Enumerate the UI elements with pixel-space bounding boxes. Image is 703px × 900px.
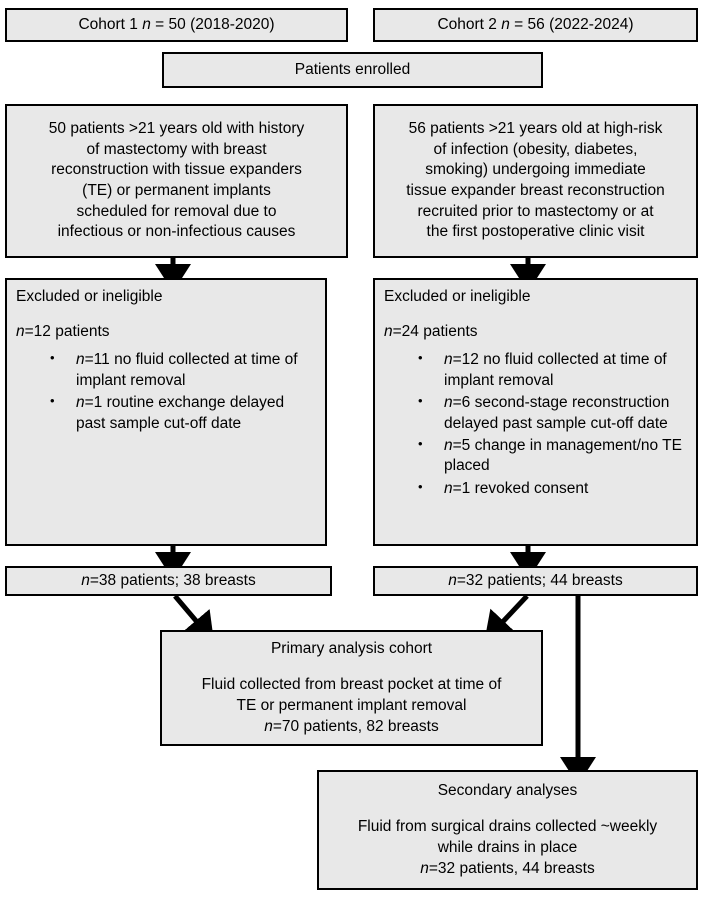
cohort1-criteria-line: of mastectomy with breast [86,140,267,158]
cohort2-excluded-count-n: n [384,322,393,340]
bullet-text: =11 no fluid collected at time of implan… [76,351,298,389]
cohort1-excluded-box: Excluded or ineligible n=12 patients n=1… [5,278,327,546]
secondary-analyses-count-n: n [420,859,429,877]
cohort1-criteria-line: infectious or non-infectious causes [57,223,296,241]
cohort2-criteria-box: 56 patients >21 years old at high-risk o… [373,104,698,258]
cohort2-result-box: n=32 patients; 44 breasts [373,566,698,596]
cohort1-excluded-count-n: n [16,322,25,340]
cohort2-excluded-bullet-list: n=12 no fluid collected at time of impla… [384,349,687,499]
cohort1-excluded-content: Excluded or ineligible n=12 patients n=1… [7,280,325,443]
cohort2-criteria-line: the first postoperative clinic visit [426,223,645,241]
cohort2-result-rest: =32 patients; 44 breasts [456,571,623,589]
bullet-n: n [444,437,453,455]
cohort1-excluded-bullet-list: n=11 no fluid collected at time of impla… [16,349,316,434]
primary-analysis-line: TE or permanent implant removal [236,697,467,714]
secondary-analyses-count: n=32 patients, 44 breasts [358,859,657,880]
cohort1-criteria-box: 50 patients >21 years old with history o… [5,104,348,258]
bullet-text: =6 second-stage reconstruction delayed p… [444,394,670,432]
list-item: n=6 second-stage reconstruction delayed … [418,392,687,434]
cohort1-header-box: Cohort 1 n = 50 (2018-2020) [5,8,348,42]
cohort1-result-box: n=38 patients; 38 breasts [5,566,332,596]
bullet-n: n [444,479,453,497]
bullet-n: n [76,394,85,412]
primary-analysis-count-n: n [264,717,273,735]
secondary-analyses-heading: Secondary analyses [437,781,578,799]
cohort2-criteria-line: of infection (obesity, diabetes, [433,140,638,158]
cohort1-excluded-count: n=12 patients [16,322,316,343]
cohort1-criteria-line: reconstruction with tissue expanders [51,161,302,179]
cohort2-criteria-text: 56 patients >21 years old at high-risk o… [397,112,673,250]
bullet-text: =1 revoked consent [452,479,589,497]
cohort2-header-text: Cohort 2 n = 56 (2022-2024) [428,8,642,43]
cohort2-excluded-box: Excluded or ineligible n=24 patients n=1… [373,278,698,546]
secondary-analyses-count-rest: =32 patients, 44 breasts [428,859,595,877]
cohort2-criteria-line: 56 patients >21 years old at high-risk [408,120,663,138]
primary-analysis-box: Primary analysis cohort Fluid collected … [160,630,543,746]
cohort1-header-text: Cohort 1 n = 50 (2018-2020) [69,8,283,43]
primary-analysis-content: Primary analysis cohort Fluid collected … [193,632,511,744]
cohort1-criteria-line: (TE) or permanent implants [82,182,271,199]
cohort2-header-n: n [501,15,510,33]
cohort2-header-box: Cohort 2 n = 56 (2022-2024) [373,8,698,42]
cohort2-criteria-line: tissue expander breast reconstruction [406,182,665,199]
secondary-analyses-line: while drains in place [437,839,578,856]
cohort2-result-n: n [448,571,457,589]
primary-analysis-count: n=70 patients, 82 breasts [202,717,502,738]
cohort1-criteria-text: 50 patients >21 years old with history o… [40,112,313,250]
cohort1-result-text: n=38 patients; 38 breasts [72,564,265,599]
patients-enrolled-box: Patients enrolled [162,52,543,88]
list-item: n=11 no fluid collected at time of impla… [50,349,316,391]
cohort1-excluded-heading: Excluded or ineligible [16,288,163,305]
cohort1-criteria-line: 50 patients >21 years old with history [48,120,305,138]
patients-enrolled-label: Patients enrolled [294,60,411,78]
cohort1-result-n: n [81,571,90,589]
list-item: n=5 change in management/no TE placed [418,435,687,477]
cohort2-header-post: = 56 (2022-2024) [509,15,634,33]
primary-analysis-line: Fluid collected from breast pocket at ti… [201,676,502,694]
primary-analysis-count-rest: =70 patients, 82 breasts [272,717,439,735]
list-item: n=1 revoked consent [418,478,687,499]
list-item: n=12 no fluid collected at time of impla… [418,349,687,391]
primary-analysis-heading: Primary analysis cohort [270,639,433,657]
cohort2-excluded-count: n=24 patients [384,322,687,343]
cohort2-criteria-line: smoking) undergoing immediate [425,161,646,179]
bullet-n: n [444,394,453,412]
bullet-text: =5 change in management/no TE placed [444,437,682,475]
cohort1-header-n: n [142,15,151,33]
cohort2-excluded-content: Excluded or ineligible n=24 patients n=1… [375,280,696,508]
cohort2-result-text: n=32 patients; 44 breasts [439,564,632,599]
cohort1-header-pre: Cohort 1 [78,15,143,33]
arrow-c2-result-to-primary [484,594,529,642]
list-item: n=1 routine exchange delayed past sample… [50,392,316,434]
secondary-analyses-content: Secondary analyses Fluid from surgical d… [349,774,666,886]
cohort1-header-post: = 50 (2018-2020) [150,15,275,33]
cohort1-excluded-count-rest: =12 patients [24,322,110,340]
bullet-text: =12 no fluid collected at time of implan… [444,351,667,389]
secondary-analyses-box: Secondary analyses Fluid from surgical d… [317,770,698,890]
cohort1-result-rest: =38 patients; 38 breasts [89,571,256,589]
cohort2-excluded-count-rest: =24 patients [392,322,478,340]
cohort1-criteria-line: scheduled for removal due to [76,202,277,220]
cohort2-header-pre: Cohort 2 [437,15,502,33]
bullet-n: n [444,351,453,369]
arrow-c1-result-to-primary [173,594,214,642]
cohort2-excluded-heading: Excluded or ineligible [384,288,531,305]
bullet-text: =1 routine exchange delayed past sample … [76,394,285,432]
bullet-n: n [76,351,85,369]
cohort2-criteria-line: recruited prior to mastectomy or at [417,202,654,220]
secondary-analyses-line: Fluid from surgical drains collected ~we… [357,818,658,836]
